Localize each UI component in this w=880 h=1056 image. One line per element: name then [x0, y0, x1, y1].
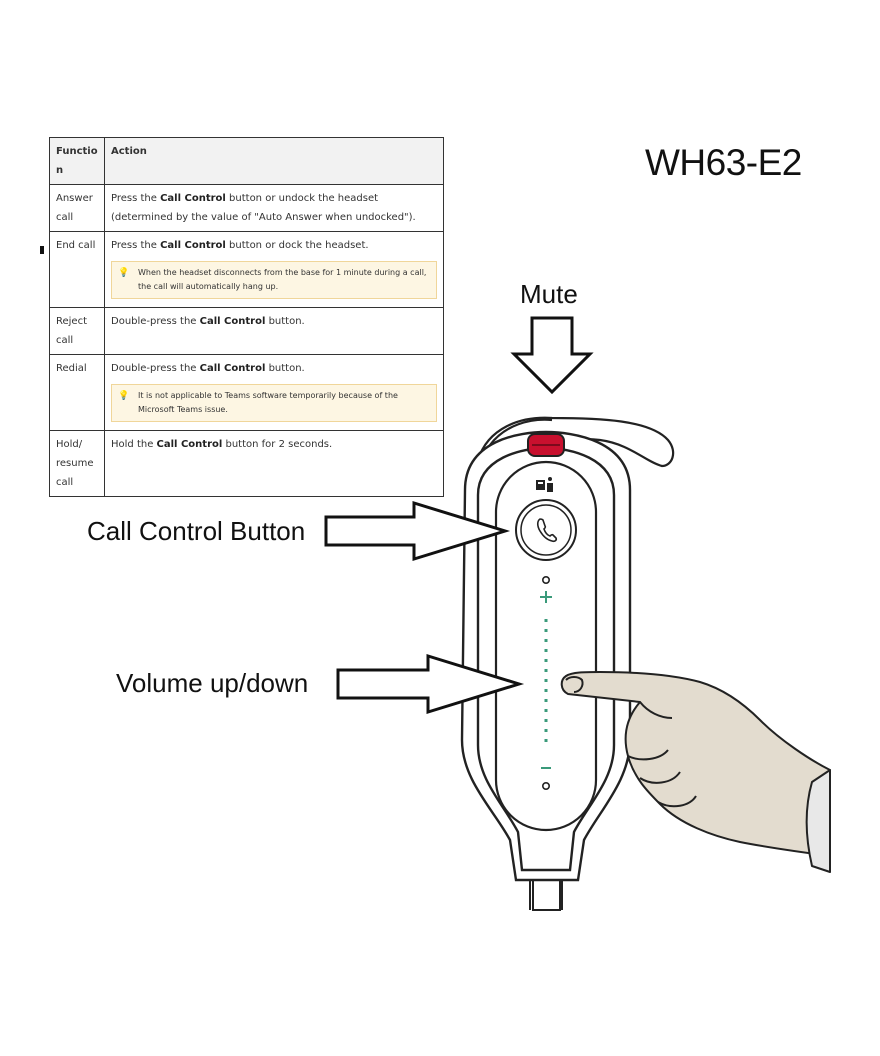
action-text: Hold the: [111, 439, 157, 450]
header-action: Action: [104, 137, 444, 185]
phone-icon: [536, 518, 558, 543]
volume-label: Volume up/down: [116, 668, 309, 698]
action-bold: Call Control: [199, 316, 266, 327]
action-bold: Call Control: [199, 363, 266, 374]
row-function: End call: [49, 231, 105, 308]
model-title: WH63-E2: [645, 142, 802, 183]
call-control-label: Call Control Button: [87, 516, 306, 546]
row-function: Reject call: [49, 307, 105, 355]
table-header-row: Functio n Action: [49, 137, 444, 185]
volume-control[interactable]: [540, 575, 552, 790]
table-row: Reject call Double-press the Call Contro…: [49, 307, 444, 355]
control-panel: [494, 460, 598, 832]
header-function: Functio n: [49, 137, 105, 185]
action-text: Double-press the: [111, 316, 200, 327]
call-control-arrow: [324, 500, 511, 562]
action-text: button or undock the headset (determined…: [111, 193, 416, 223]
lightbulb-icon: 💡: [118, 268, 130, 278]
teams-icon: [536, 477, 553, 492]
hand-illustration: [560, 671, 831, 873]
function-action-table: Functio n Action Answer call Press the C…: [49, 137, 444, 497]
action-text: button for 2 seconds.: [222, 439, 333, 450]
action-text: Double-press the: [111, 363, 200, 374]
table-row: Hold/ resume call Hold the Call Control …: [49, 430, 444, 497]
action-text: button.: [265, 363, 305, 374]
note-text: When the headset disconnects from the ba…: [138, 268, 427, 291]
table-row: End call Press the Call Control button o…: [49, 231, 444, 308]
action-text: Press the: [111, 240, 161, 251]
plus-icon: [540, 591, 552, 603]
mute-label: Mute: [520, 279, 578, 309]
action-text: button or dock the headset.: [225, 240, 369, 251]
action-bold: Call Control: [156, 439, 223, 450]
volume-down-dot: [541, 781, 550, 790]
row-action: Hold the Call Control button for 2 secon…: [104, 430, 444, 497]
action-text: Press the: [111, 193, 161, 204]
call-control-button[interactable]: [515, 499, 577, 561]
volume-dots: [544, 619, 548, 742]
margin-marker: [40, 246, 44, 254]
action-bold: Call Control: [160, 193, 226, 204]
lightbulb-icon: 💡: [118, 391, 130, 401]
volume-up-dot: [541, 575, 550, 584]
row-function: Redial: [49, 354, 105, 431]
row-action: Double-press the Call Control button. 💡 I…: [104, 354, 444, 431]
row-action: Double-press the Call Control button.: [104, 307, 444, 355]
mute-arrow: [510, 316, 594, 395]
note-text: It is not applicable to Teams software t…: [138, 391, 398, 414]
note-box: 💡 It is not applicable to Teams software …: [111, 384, 437, 422]
mute-button[interactable]: [527, 433, 565, 457]
action-text: button.: [265, 316, 305, 327]
table-row: Redial Double-press the Call Control but…: [49, 354, 444, 431]
volume-arrow: [336, 653, 525, 715]
action-bold: Call Control: [160, 240, 226, 251]
note-box: 💡 When the headset disconnects from the b…: [111, 261, 437, 299]
row-action: Press the Call Control button or dock th…: [104, 231, 444, 308]
